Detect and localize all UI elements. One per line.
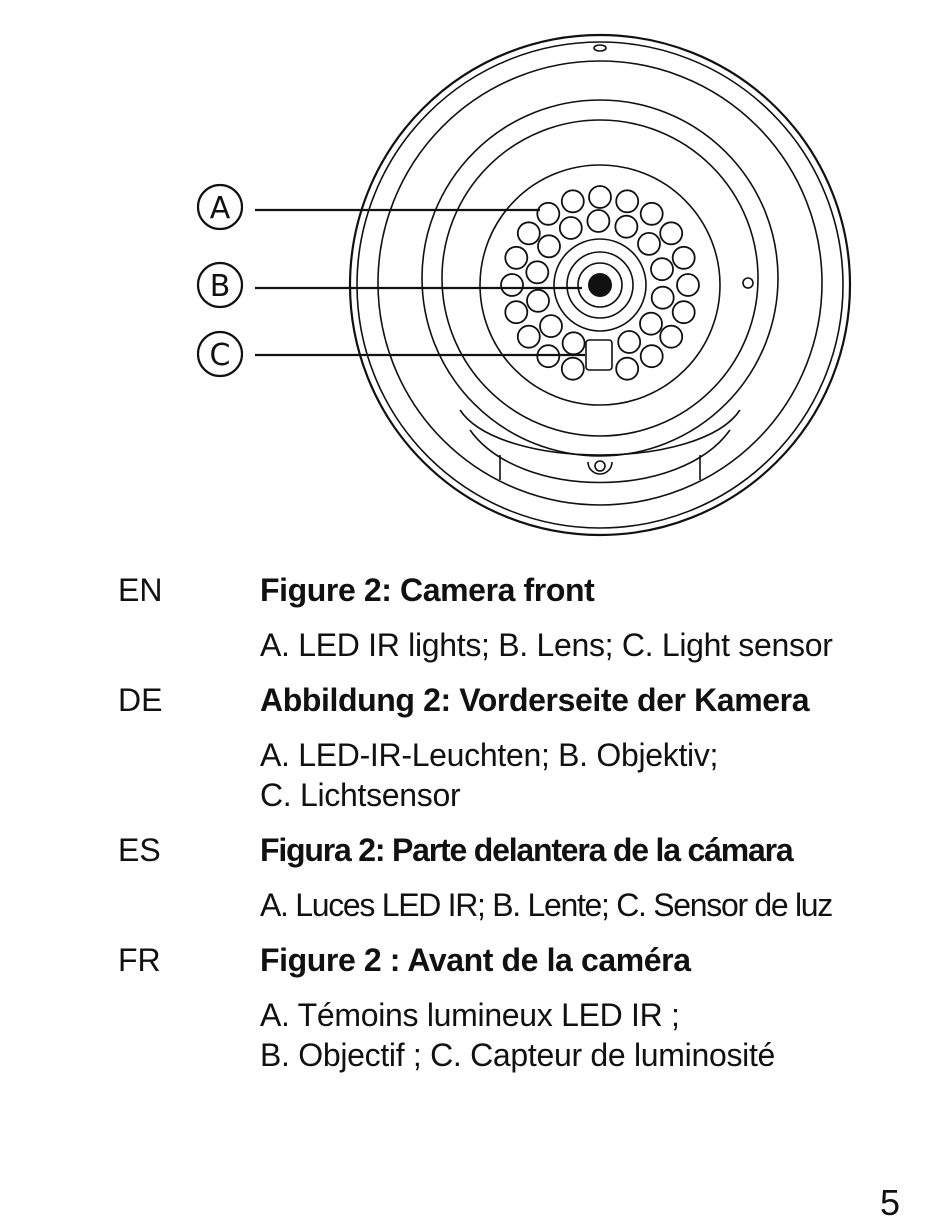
- led-ir-lights: [500, 185, 700, 381]
- ir-led: [560, 356, 585, 381]
- ir-led: [615, 356, 640, 381]
- ir-led: [639, 344, 664, 369]
- ir-led: [650, 257, 674, 282]
- ir-led: [671, 245, 696, 270]
- ir-led: [617, 330, 642, 354]
- ir-led: [537, 234, 561, 259]
- section-es-description: A. Luces LED IR; B. Lente; C. Sensor de …: [260, 885, 833, 925]
- ir-led: [504, 300, 529, 325]
- section-en-heading: Figure 2: Camera front: [260, 572, 595, 608]
- ir-led: [671, 300, 696, 325]
- ir-led: [536, 201, 561, 226]
- section-fr-description: A. Témoins lumineux LED IR ; B. Objectif…: [260, 995, 775, 1075]
- section-fr-lang: FR: [118, 942, 161, 978]
- callout-b: B: [196, 261, 244, 309]
- ir-led: [536, 344, 561, 369]
- section-en-line-1: A. LED IR lights; B. Lens; C. Light sens…: [260, 627, 833, 663]
- ir-led: [586, 209, 611, 233]
- ir-led: [614, 214, 639, 239]
- section-fr-line-1: A. Témoins lumineux LED IR ;: [260, 997, 680, 1033]
- section-fr-heading: Figure 2 : Avant de la caméra: [260, 942, 691, 978]
- ir-led: [500, 273, 524, 297]
- ir-led: [659, 221, 684, 246]
- ir-led: [525, 260, 550, 285]
- section-en-lang: EN: [118, 572, 163, 608]
- ir-led: [561, 331, 586, 356]
- camera-front-figure: A B C: [196, 33, 852, 537]
- page-number: 5: [880, 1182, 901, 1223]
- ir-led: [558, 216, 583, 240]
- ir-led: [516, 221, 541, 246]
- section-de-line-1: A. LED-IR-Leuchten; B. Objektiv;: [260, 737, 719, 773]
- ir-led: [676, 273, 700, 297]
- ir-led: [588, 185, 612, 209]
- ir-led: [650, 285, 675, 310]
- section-es-lang: ES: [118, 832, 161, 868]
- section-fr-line-2: B. Objectif ; C. Capteur de luminosité: [260, 1037, 776, 1073]
- section-de-heading: Abbildung 2: Vorderseite der Kamera: [260, 682, 810, 718]
- section-en-description: A. LED IR lights; B. Lens; C. Light sens…: [260, 625, 833, 665]
- ir-led: [516, 324, 541, 349]
- ir-led: [639, 201, 664, 226]
- ir-led: [615, 189, 640, 214]
- section-de-line-2: C. Lichtsensor: [260, 777, 461, 813]
- ir-led: [637, 231, 661, 256]
- ir-led: [539, 314, 563, 339]
- ir-led: [560, 189, 585, 214]
- ir-led: [526, 288, 550, 313]
- section-es-heading: Figura 2: Parte delantera de la cámara: [260, 832, 794, 868]
- section-de-description: A. LED-IR-Leuchten; B. Objektiv; C. Lich…: [260, 735, 718, 815]
- section-es-line-1: A. Luces LED IR; B. Lente; C. Sensor de …: [260, 887, 833, 923]
- callout-a: A: [196, 183, 244, 231]
- callout-c: C: [196, 330, 244, 378]
- ir-led: [659, 324, 684, 349]
- callout-c-letter: C: [210, 338, 231, 373]
- callout-a-letter: A: [210, 191, 231, 226]
- ir-led: [504, 245, 529, 270]
- section-de-lang: DE: [118, 682, 163, 718]
- ir-led: [639, 311, 663, 336]
- callout-b-letter: B: [210, 269, 231, 304]
